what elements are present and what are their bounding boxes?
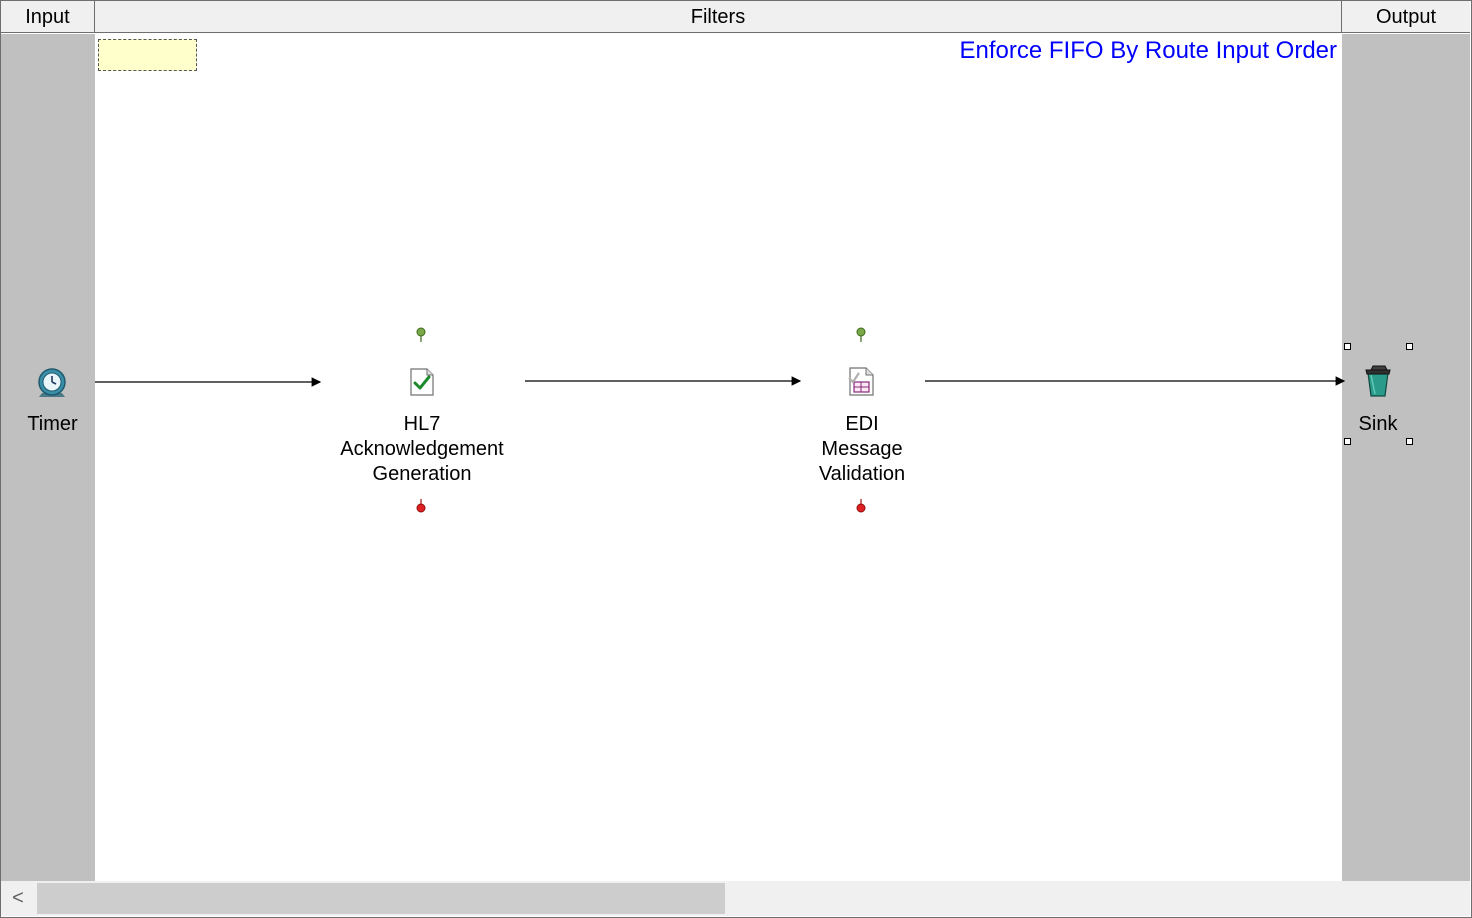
timer-label: Timer — [27, 413, 78, 435]
document-validation-icon[interactable] — [846, 366, 876, 397]
sink-selection-handle-bottom-right[interactable] — [1406, 438, 1413, 445]
edi-error-port-icon[interactable] — [855, 498, 867, 514]
edi-success-port-icon[interactable] — [855, 327, 867, 343]
scrollbar-thumb[interactable] — [37, 883, 725, 914]
scroll-left-button[interactable]: < — [1, 881, 35, 916]
timer-icon[interactable] — [36, 365, 68, 399]
input-column-header: Input — [1, 1, 95, 33]
sink-selection-handle-top-left[interactable] — [1344, 343, 1351, 350]
route-title: Enforce FIFO By Route Input Order — [959, 37, 1337, 64]
hl7-success-port-icon[interactable] — [415, 327, 427, 343]
note-box[interactable] — [98, 39, 197, 71]
hl7-label-line-3: Generation — [372, 463, 472, 485]
hl7-label: HL7 Acknowledgement Generation — [320, 412, 524, 487]
output-column-header: Output — [1342, 1, 1470, 33]
checkmark-document-icon[interactable] — [408, 367, 436, 397]
edi-label: EDI Message Validation — [790, 412, 934, 487]
sink-selection-handle-bottom-left[interactable] — [1344, 438, 1351, 445]
horizontal-scrollbar[interactable]: < — [1, 881, 1470, 916]
edi-label-line-2: Message — [821, 438, 903, 460]
filters-canvas[interactable] — [95, 34, 1342, 881]
sink-label: Sink — [1358, 413, 1398, 435]
output-column — [1342, 34, 1470, 881]
trash-bin-icon[interactable] — [1363, 364, 1393, 398]
input-column — [1, 34, 95, 881]
filters-column-header: Filters — [95, 1, 1342, 33]
edi-label-line-1: EDI — [845, 413, 879, 435]
hl7-label-line-2: Acknowledgement — [340, 438, 504, 460]
sink-selection-handle-top-right[interactable] — [1406, 343, 1413, 350]
edi-label-line-3: Validation — [818, 463, 906, 485]
hl7-label-line-1: HL7 — [403, 413, 441, 435]
hl7-error-port-icon[interactable] — [415, 498, 427, 514]
